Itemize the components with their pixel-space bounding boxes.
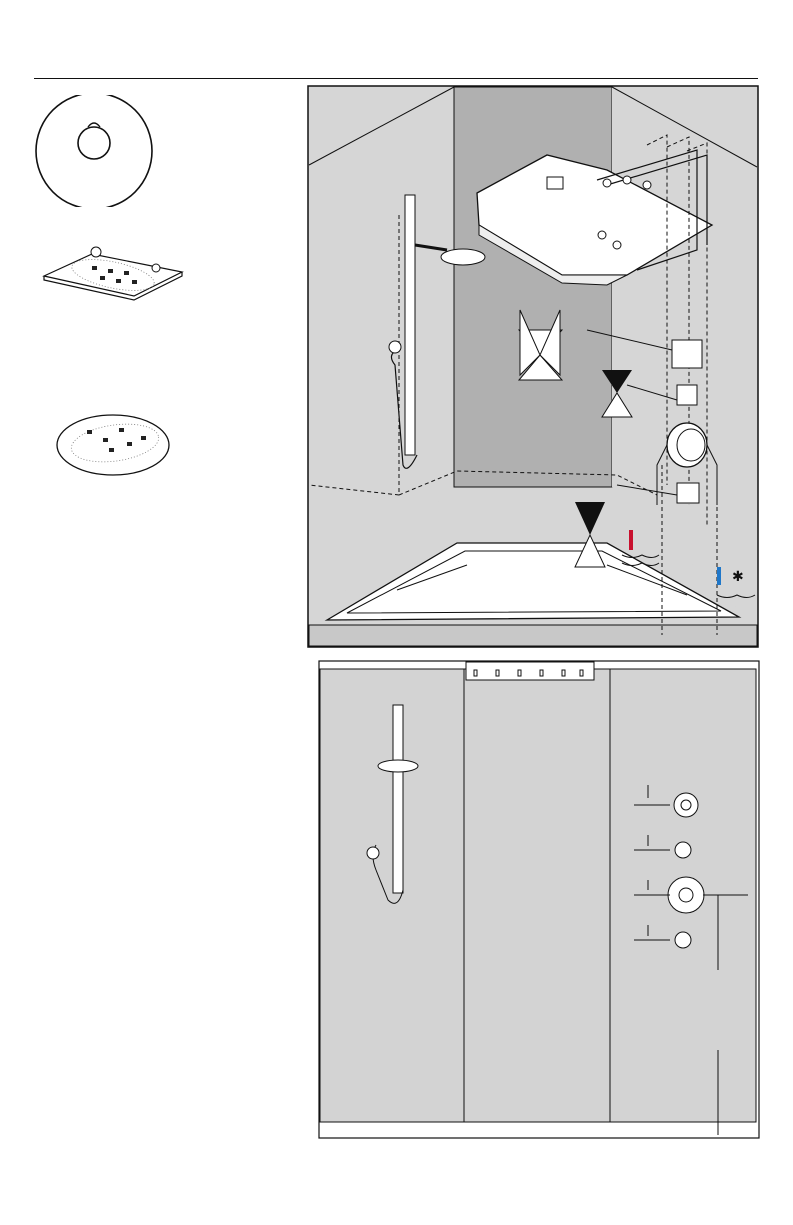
overhead-housing-front [466,662,594,680]
rect-shower-panel-thumbnail [38,240,188,320]
hand-shower-head [389,341,401,353]
svg-text:✱: ✱ [732,568,744,584]
oval-shower-panel-thumbnail [55,410,175,480]
rail-shower-head [441,249,485,265]
center-wall [454,87,612,487]
trim-inner-hole [78,127,110,159]
floor-band [309,625,757,646]
round-trim-thumbnail [30,95,160,207]
elevation-view [318,660,760,1140]
left-wall-panel [320,669,464,1122]
header-rule [34,78,758,79]
center-wall-panel [464,669,610,1122]
installation-view: ✱ [307,85,759,648]
